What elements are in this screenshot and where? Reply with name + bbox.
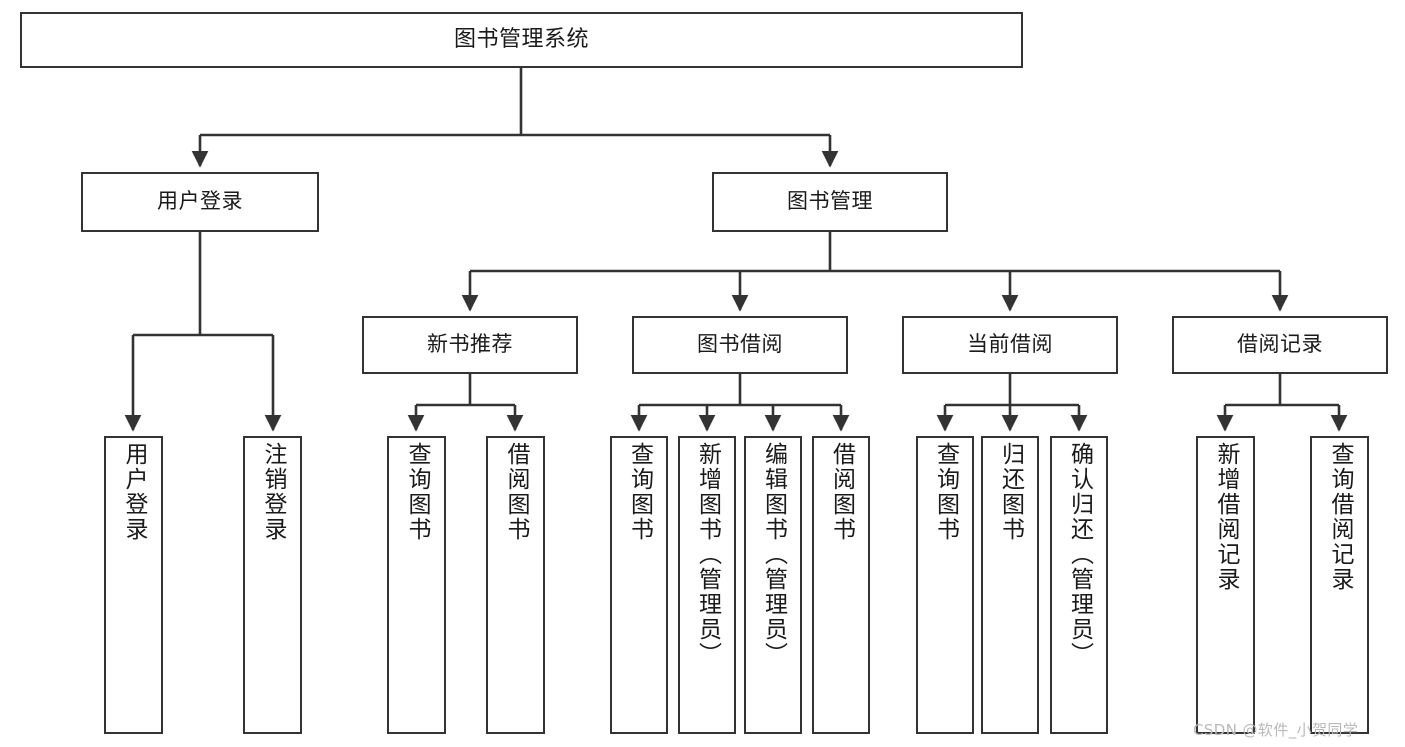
node-new-book-recommend[interactable]: 新书推荐 — [362, 316, 578, 374]
node-current-borrow-label: 当前借阅 — [967, 332, 1053, 357]
node-book-manage[interactable]: 图书管理 — [712, 172, 948, 232]
csdn-watermark: CSDN @软件_小贺同学 — [1193, 721, 1359, 739]
node-leaf-borrow-book-1[interactable]: 借阅图书 — [486, 436, 545, 734]
node-leaf-add-book[interactable]: 新增图书（管理员） — [678, 436, 736, 734]
node-leaf-query-book-3[interactable]: 查询图书 — [916, 436, 974, 734]
node-borrow-record-label: 借阅记录 — [1237, 332, 1323, 357]
node-leaf-user-logout-label: 注销登录 — [260, 442, 286, 542]
node-leaf-query-book-3-label: 查询图书 — [932, 442, 959, 542]
node-current-borrow[interactable]: 当前借阅 — [902, 316, 1118, 374]
node-leaf-query-record[interactable]: 查询借阅记录 — [1310, 436, 1369, 734]
node-leaf-confirm-return-label: 确认归还（管理员） — [1066, 442, 1093, 667]
node-leaf-query-book-2-label: 查询图书 — [626, 442, 653, 542]
node-book-manage-label: 图书管理 — [787, 189, 873, 214]
node-root[interactable]: 图书管理系统 — [20, 12, 1023, 68]
node-leaf-borrow-book-1-label: 借阅图书 — [503, 442, 529, 542]
node-leaf-add-book-label: 新增图书（管理员） — [694, 442, 721, 667]
node-leaf-add-record[interactable]: 新增借阅记录 — [1196, 436, 1255, 734]
node-leaf-borrow-book-2-label: 借阅图书 — [828, 442, 855, 542]
node-leaf-confirm-return[interactable]: 确认归还（管理员） — [1050, 436, 1108, 734]
node-borrow-record[interactable]: 借阅记录 — [1172, 316, 1388, 374]
node-leaf-return-book[interactable]: 归还图书 — [981, 436, 1039, 734]
node-user-login-label: 用户登录 — [157, 189, 243, 214]
node-leaf-edit-book[interactable]: 编辑图书（管理员） — [744, 436, 802, 734]
node-leaf-query-book-2[interactable]: 查询图书 — [610, 436, 668, 734]
node-leaf-add-record-label: 新增借阅记录 — [1213, 442, 1239, 592]
node-leaf-query-record-label: 查询借阅记录 — [1327, 442, 1353, 592]
node-leaf-edit-book-label: 编辑图书（管理员） — [760, 442, 787, 667]
node-book-borrow-label: 图书借阅 — [697, 332, 783, 357]
node-leaf-query-book-1[interactable]: 查询图书 — [387, 436, 446, 734]
node-leaf-query-book-1-label: 查询图书 — [404, 442, 430, 542]
node-root-label: 图书管理系统 — [453, 26, 589, 52]
node-new-book-recommend-label: 新书推荐 — [427, 332, 513, 357]
node-leaf-user-logout[interactable]: 注销登录 — [243, 436, 302, 734]
node-leaf-borrow-book-2[interactable]: 借阅图书 — [812, 436, 870, 734]
node-user-login[interactable]: 用户登录 — [81, 172, 319, 232]
node-leaf-user-login[interactable]: 用户登录 — [104, 436, 163, 734]
node-book-borrow[interactable]: 图书借阅 — [632, 316, 848, 374]
node-leaf-return-book-label: 归还图书 — [997, 442, 1024, 542]
node-leaf-user-login-label: 用户登录 — [121, 442, 147, 542]
